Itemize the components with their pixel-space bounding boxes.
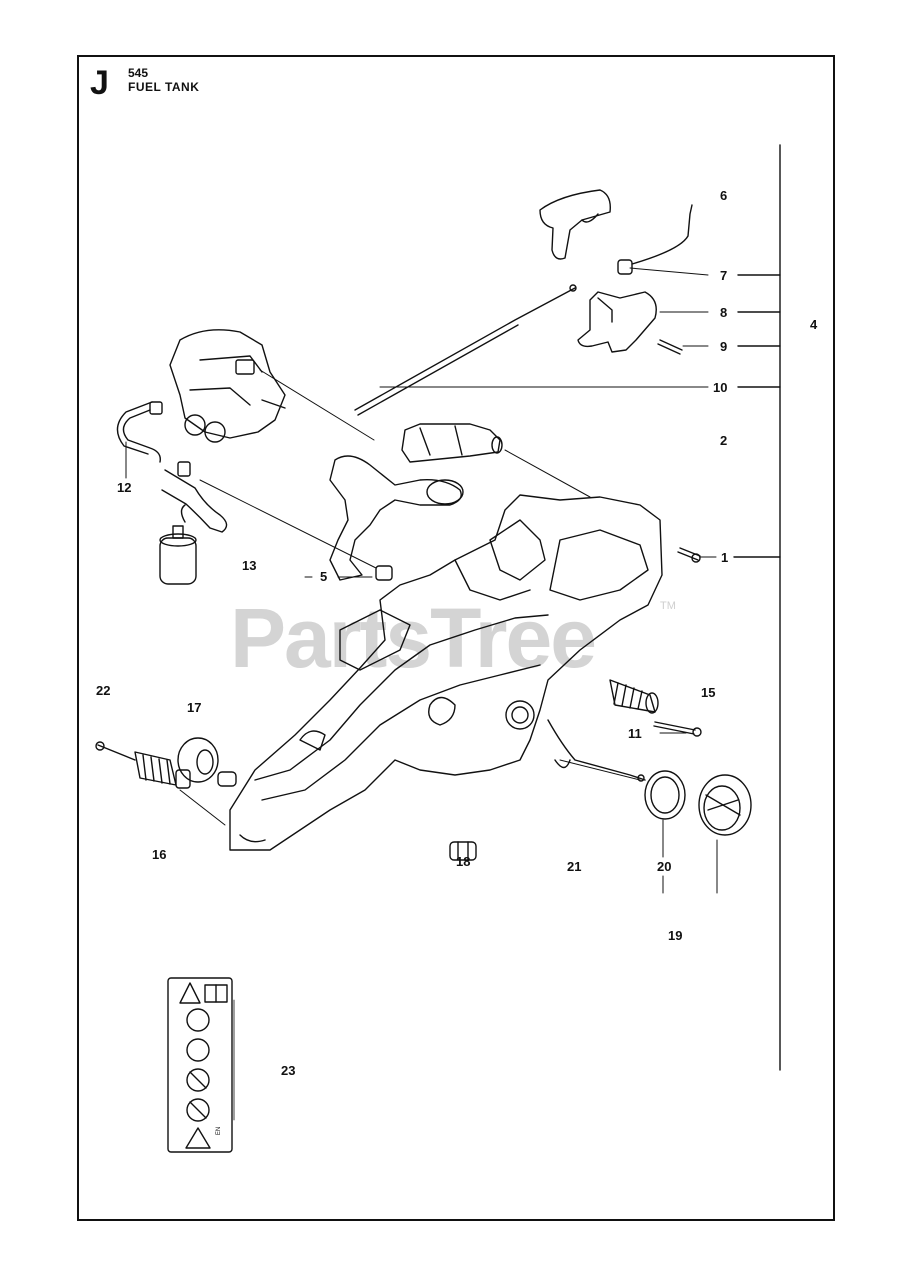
callout-8: 8 [720,305,728,320]
label-code-text: EN [216,1126,223,1136]
part-9-pin [657,339,683,355]
part-19-fuel-cap [698,774,752,836]
watermark-trademark: TM [660,600,676,612]
diagram-frame [77,55,835,1221]
callout-23: 23 [281,1063,296,1078]
callout-7: 7 [720,268,728,283]
callout-12: 12 [117,480,132,495]
part-13-fuel-filter [159,461,228,585]
watermark: PartsTree [230,591,597,685]
callout-13: 13 [242,558,257,573]
model-number: 545 [128,66,149,80]
callout-21: 21 [567,859,582,874]
part-12-fuel-hose [116,401,163,463]
part-20-gasket [644,770,686,820]
callout-18: 18 [456,854,471,869]
part-21-strap [547,719,646,782]
callout-6: 6 [720,188,728,203]
part-7-nut [617,204,693,275]
callout-16: 16 [152,847,167,862]
part-18-nut [449,841,477,861]
callout-22: 22 [96,683,111,698]
section-letter: J [90,64,109,102]
part-8-trigger-housing [577,291,657,353]
callout-10: 10 [713,380,728,395]
callout-19: 19 [668,928,683,943]
callout-4: 4 [810,317,818,332]
part-16-spring [95,741,191,789]
callout-5: 5 [320,569,328,584]
callout-17: 17 [187,700,202,715]
part-5-primer [329,455,464,581]
main-fuel-tank-body [229,494,663,851]
part-6-handle-cover [539,189,611,260]
diagram-title: FUEL TANK [128,80,200,94]
callout-1: 1 [721,550,729,565]
callout-9: 9 [720,339,728,354]
part-11-screw [653,721,702,737]
part-23-warning-label [167,977,235,1153]
part-10-throttle-rod [354,284,577,416]
leader-lines [125,267,718,894]
callout-11: 11 [628,726,642,741]
part-2-vent-tube [401,423,503,463]
part-17-buffer [177,737,237,787]
part-15-spring [609,679,659,714]
callout-20: 20 [657,859,672,874]
part-1-screw [677,547,701,563]
carburetor [169,329,286,443]
callout-15: 15 [701,685,716,700]
group-bracket [733,144,781,1071]
callout-2: 2 [720,433,728,448]
